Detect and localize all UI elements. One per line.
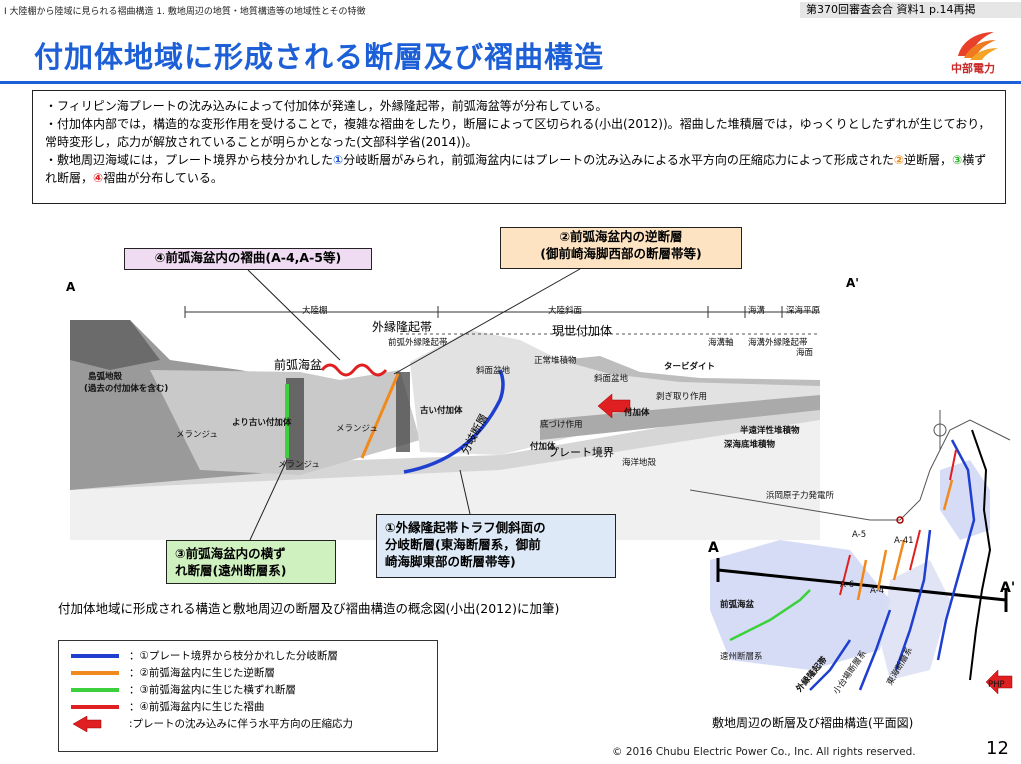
map-zenko: 前弧海盆 (720, 600, 755, 610)
map-caption: 敷地周辺の断層及び褶曲構造(平面図) (712, 716, 914, 730)
legend-row-fold: ：④前弧海盆内に生じた褶曲 (71, 698, 425, 715)
label-tairikushamen: 大陸斜面 (548, 306, 583, 316)
legend-row-reverse: ：②前弧海盆内に生じた逆断層 (71, 664, 425, 681)
label-fukatai-2: 付加体 (624, 408, 650, 418)
bullet-3-e: 褶曲が分布している。 (103, 171, 223, 185)
label-shinkaiheiya: 深海平原 (786, 306, 821, 316)
map-a4: A-4 (870, 586, 885, 596)
circle-3: ③ (952, 153, 963, 167)
map-label-a-prime: A' (1000, 580, 1016, 596)
map-enshu: 遠州断層系 (720, 652, 763, 662)
label-a-right: A' (846, 276, 859, 290)
bullet-3-d: 横ずれ断層， (45, 153, 987, 185)
circle-2: ② (893, 153, 905, 167)
legend-text-5: :プレートの沈み込みに伴う水平方向の圧縮応力 (129, 718, 354, 730)
callout-branch-fault: ①外縁隆起帯トラフ側斜面の 分岐断層(東海断層系，御前 崎海脚東部の断層帯等) (376, 514, 616, 578)
bullet-3: ・敷地周辺海域には，プレート境界から枝分かれした①分岐断層がみられ，前弧海盆内に… (45, 151, 995, 187)
label-a-left: A (66, 280, 76, 294)
bullet-3-b: 分岐断層がみられ，前弧海盆内にはプレートの沈み込みによる水平方向の圧縮応力によっ… (343, 153, 894, 167)
legend-text-4: ：④前弧海盆内に生じた褶曲 (129, 701, 265, 713)
bullet-1: ・フィリピン海プレートの沈み込みによって付加体が発達し，外縁隆起帯，前弧海盆等が… (45, 99, 608, 113)
label-kaikougai: 海溝外縁隆起帯 (748, 338, 808, 348)
label-shinkaitei: 深海底堆積物 (724, 440, 776, 450)
label-yorifuru: より古い付加体 (232, 418, 292, 428)
page-number: 12 (986, 738, 1009, 759)
map-hamaoka: 浜岡原子力発電所 (766, 491, 835, 501)
label-toukou: 島弧地殻 (88, 372, 123, 382)
orange-line-icon (71, 670, 119, 675)
copyright: © 2016 Chubu Electric Power Co., Inc. Al… (612, 746, 916, 758)
callout-strike-slip-line2: れ断層(遠州断層系) (175, 563, 287, 578)
red-line-icon (71, 704, 119, 709)
label-zenko-gaien: 前弧外縁隆起帯 (388, 338, 448, 348)
reference-label: 第370回審査会合 資料1 p.14再掲 (800, 2, 1021, 18)
callout-reverse-fault: ②前弧海盆内の逆断層 (御前崎海脚西部の断層帯等) (500, 227, 742, 269)
page-title: 付加体地域に形成される断層及び褶曲構造 (34, 40, 605, 74)
logo-text: 中部電力 (951, 62, 995, 75)
label-turbidite: タービダイト (664, 362, 716, 372)
callout-branch-fault-line2: 分岐断層(東海断層系，御前 (385, 537, 541, 552)
label-shamen-bon-1: 斜面盆地 (476, 366, 511, 376)
label-seijou: 正常堆積物 (534, 356, 577, 366)
circle-4: ④ (93, 171, 104, 185)
blue-line-icon (71, 653, 119, 658)
breadcrumb: Ⅰ 大陸棚から陸域に見られる褶曲構造 1. 敷地周辺の地質・地質構造等の地域性と… (4, 7, 366, 17)
bullet-3-c: 逆断層， (904, 153, 953, 167)
label-melange-3: メランジュ (278, 460, 320, 470)
callout-reverse-fault-line2: (御前崎海脚西部の断層帯等) (540, 246, 702, 261)
bullet-3-a: ・敷地周辺海域には，プレート境界から枝分かれした (45, 153, 334, 167)
map-a41: A-41 (894, 536, 914, 546)
label-gaien: 外縁隆起帯 (372, 320, 433, 334)
legend-text-1: ：①プレート境界から枝分かれした分岐断層 (129, 650, 338, 662)
label-plate: プレート境界 (548, 446, 614, 459)
label-toukou-sub: (過去の付加体を含む) (84, 384, 169, 394)
plan-map (690, 410, 1013, 695)
map-label-a: A (708, 540, 719, 556)
callout-strike-slip-line1: ③前弧海盆内の横ず (175, 546, 286, 561)
summary-box: ・フィリピン海プレートの沈み込みによって付加体が発達し，外縁隆起帯，前弧海盆等が… (32, 90, 1006, 204)
label-melange-1: メランジュ (176, 430, 218, 440)
legend-row-strike: ：③前弧海盆内に生じた横ずれ断層 (71, 681, 425, 698)
label-kaikoujiku: 海溝軸 (708, 338, 734, 348)
title-underline (0, 81, 1021, 84)
map-a6: A-6 (840, 580, 855, 590)
map-php: PHP (988, 680, 1005, 690)
map-a5: A-5 (852, 530, 867, 540)
label-fukatai-small: 付加体 (530, 442, 556, 452)
callout-branch-fault-line3: 崎海脚東部の断層帯等) (385, 554, 516, 569)
label-sokozuke: 底づけ作用 (540, 420, 583, 430)
label-zenko: 前弧海盆 (274, 358, 323, 372)
label-genfuka: 現世付加体 (552, 324, 613, 338)
diagram-caption: 付加体地域に形成される構造と敷地周辺の断層及び褶曲構造の概念図(小出(2012)… (58, 601, 560, 616)
label-kaikou: 海溝 (748, 306, 766, 316)
legend-text-2: ：②前弧海盆内に生じた逆断層 (129, 667, 275, 679)
label-hagitori: 剥ぎ取り作用 (656, 392, 708, 402)
legend-text-3: ：③前弧海盆内に生じた横ずれ断層 (129, 684, 296, 696)
callout-strike-slip: ③前弧海盆内の横ず れ断層(遠州断層系) (166, 540, 336, 584)
legend: ：①プレート境界から枝分かれした分岐断層 ：②前弧海盆内に生じた逆断層 ：③前弧… (58, 640, 438, 752)
bullet-2: ・付加体内部では，構造的な変形作用を受けることで，複雑な褶曲をしたり，断層によっ… (45, 117, 991, 149)
label-furui: 古い付加体 (420, 406, 463, 416)
callout-reverse-fault-line1: ②前弧海盆内の逆断層 (559, 229, 683, 244)
label-shamen-bon-2: 斜面盆地 (594, 374, 629, 384)
label-kaimen: 海面 (796, 348, 814, 358)
red-arrow-icon (72, 715, 102, 732)
label-hanenyou: 半遠洋性堆積物 (740, 426, 800, 436)
label-tairikudana: 大陸棚 (302, 306, 328, 316)
legend-row-stress: :プレートの沈み込みに伴う水平方向の圧縮応力 (71, 715, 425, 732)
label-melange-2: メランジュ (336, 424, 378, 434)
callout-fold: ④前弧海盆内の褶曲(A-4,A-5等) (124, 248, 372, 270)
legend-row-branch: ：①プレート境界から枝分かれした分岐断層 (71, 647, 425, 664)
callout-branch-fault-line1: ①外縁隆起帯トラフ側斜面の (385, 520, 546, 535)
label-kaiyouchikaku: 海洋地殻 (622, 458, 657, 468)
circle-1: ① (333, 153, 344, 167)
chubu-logo-icon (958, 32, 998, 60)
green-line-icon (71, 687, 119, 692)
